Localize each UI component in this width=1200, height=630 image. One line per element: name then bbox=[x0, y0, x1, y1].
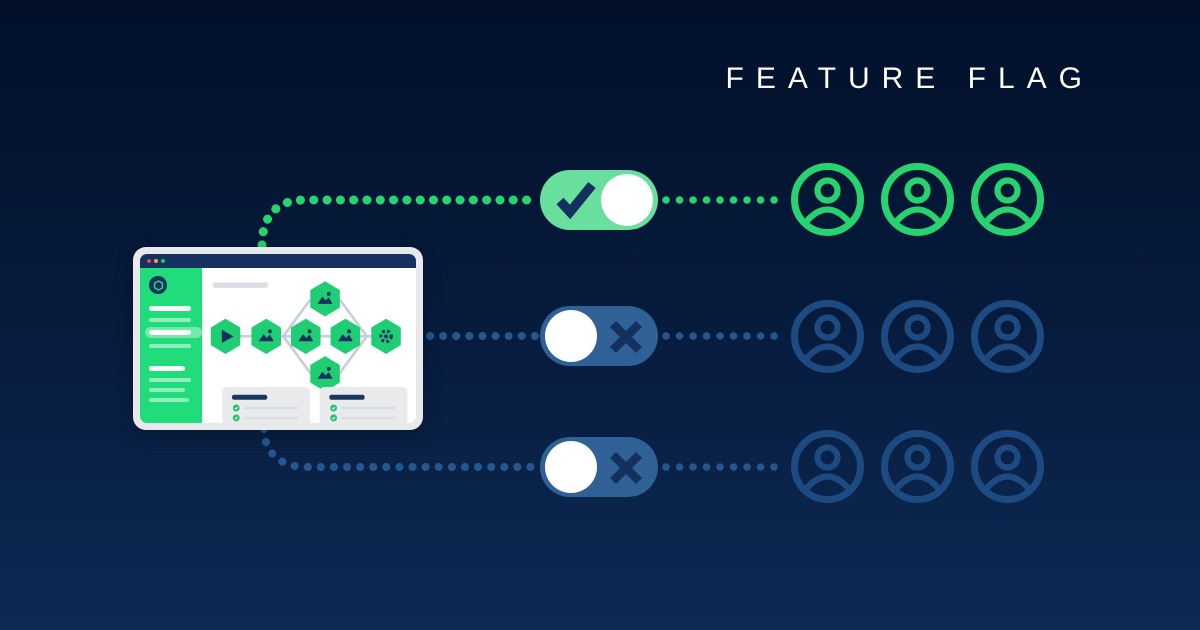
x-icon bbox=[609, 451, 643, 485]
window-titlebar bbox=[140, 254, 416, 268]
play-icon bbox=[221, 329, 234, 343]
pipeline-node-stage[interactable] bbox=[291, 318, 321, 354]
app-main-area bbox=[202, 268, 416, 423]
user-icon bbox=[971, 300, 1044, 373]
sidebar-item[interactable] bbox=[149, 366, 185, 371]
checklist bbox=[232, 404, 299, 422]
image-icon bbox=[337, 329, 353, 342]
user-icon bbox=[791, 300, 864, 373]
connector-window-to-toggle-3 bbox=[260, 425, 540, 471]
app-window bbox=[133, 247, 423, 430]
feature-flag-toggle-on[interactable] bbox=[540, 170, 658, 230]
summary-card bbox=[319, 387, 408, 423]
user-icon bbox=[971, 430, 1044, 503]
sidebar-item-label bbox=[149, 330, 191, 335]
connector-window-to-toggle-1 bbox=[257, 195, 541, 250]
image-icon bbox=[317, 366, 333, 379]
summary-card bbox=[222, 387, 311, 423]
pipeline-node-stage[interactable] bbox=[251, 318, 281, 354]
skeleton-heading bbox=[212, 282, 269, 288]
app-sidebar bbox=[140, 268, 202, 423]
check-icon bbox=[556, 181, 596, 220]
user-icon bbox=[791, 430, 864, 503]
sidebar-item[interactable] bbox=[149, 378, 191, 382]
pipeline-node-branch-bottom[interactable] bbox=[310, 356, 340, 392]
app-logo[interactable] bbox=[149, 276, 167, 294]
sidebar-item[interactable] bbox=[149, 344, 191, 348]
user-icon bbox=[881, 300, 954, 373]
image-icon bbox=[298, 329, 314, 342]
pipeline-node-stage[interactable] bbox=[330, 318, 361, 354]
hexagon-logo-icon bbox=[153, 279, 163, 291]
user-icon bbox=[971, 163, 1044, 236]
toggle-knob[interactable] bbox=[545, 310, 597, 362]
maximize-icon[interactable] bbox=[161, 259, 165, 263]
feature-flag-toggle-off[interactable] bbox=[540, 306, 658, 366]
sidebar-item[interactable] bbox=[149, 318, 191, 322]
toggle-knob[interactable] bbox=[545, 441, 597, 493]
image-icon bbox=[317, 291, 333, 304]
users-row-disabled bbox=[789, 298, 1046, 375]
toggle-knob[interactable] bbox=[601, 174, 653, 226]
pipeline-node-branch-top[interactable] bbox=[310, 281, 340, 317]
card-title-skeleton bbox=[329, 394, 365, 400]
image-icon bbox=[258, 329, 274, 342]
minimize-icon[interactable] bbox=[154, 259, 158, 263]
pipeline-node-start[interactable] bbox=[210, 318, 241, 354]
sidebar-item[interactable] bbox=[149, 388, 185, 392]
page-title: FEATURE FLAG bbox=[725, 62, 1094, 95]
users-row-disabled bbox=[789, 428, 1046, 505]
x-icon bbox=[609, 320, 643, 354]
checklist bbox=[330, 404, 396, 422]
pipeline-node-finish[interactable] bbox=[371, 318, 401, 354]
close-icon[interactable] bbox=[147, 259, 151, 263]
summary-cards bbox=[222, 387, 408, 423]
sidebar-item[interactable] bbox=[149, 398, 189, 402]
users-row-enabled bbox=[789, 161, 1046, 238]
gear-icon bbox=[379, 329, 393, 344]
pipeline-canvas bbox=[210, 281, 408, 423]
user-icon bbox=[791, 163, 864, 236]
sidebar-item-active[interactable] bbox=[145, 327, 202, 338]
sidebar-item[interactable] bbox=[149, 306, 191, 311]
pipeline-nodes bbox=[210, 281, 401, 392]
feature-flag-toggle-off[interactable] bbox=[540, 437, 658, 497]
user-icon bbox=[881, 163, 954, 236]
card-title-skeleton bbox=[231, 394, 268, 400]
user-icon bbox=[881, 430, 954, 503]
